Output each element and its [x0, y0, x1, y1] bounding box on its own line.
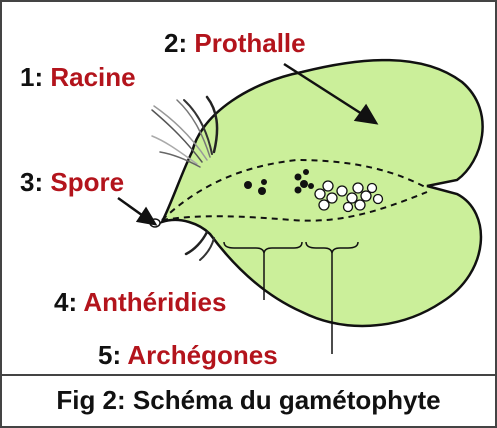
- label-archegones: 5: Archégones: [98, 340, 278, 370]
- caption-bar: Fig 2: Schéma du gamétophyte: [2, 374, 495, 426]
- label-antheridies: 4: Anthéridies: [54, 287, 226, 317]
- label-archegones-number: 5:: [98, 340, 121, 370]
- label-prothalle-term: Prothalle: [194, 28, 305, 58]
- label-prothalle-number: 2:: [164, 28, 187, 58]
- label-racine-number: 1:: [20, 62, 43, 92]
- label-archegones-term: Archégones: [127, 340, 277, 370]
- figure-caption: Fig 2: Schéma du gamétophyte: [2, 384, 495, 416]
- label-spore-number: 3:: [20, 167, 43, 197]
- label-spore-term: Spore: [50, 167, 124, 197]
- label-prothalle: 2: Prothalle: [164, 28, 306, 58]
- label-spore: 3: Spore: [20, 167, 124, 197]
- label-racine: 1: Racine: [20, 62, 136, 92]
- label-antheridies-number: 4:: [54, 287, 77, 317]
- label-antheridies-term: Anthéridies: [83, 287, 226, 317]
- label-racine-term: Racine: [50, 62, 135, 92]
